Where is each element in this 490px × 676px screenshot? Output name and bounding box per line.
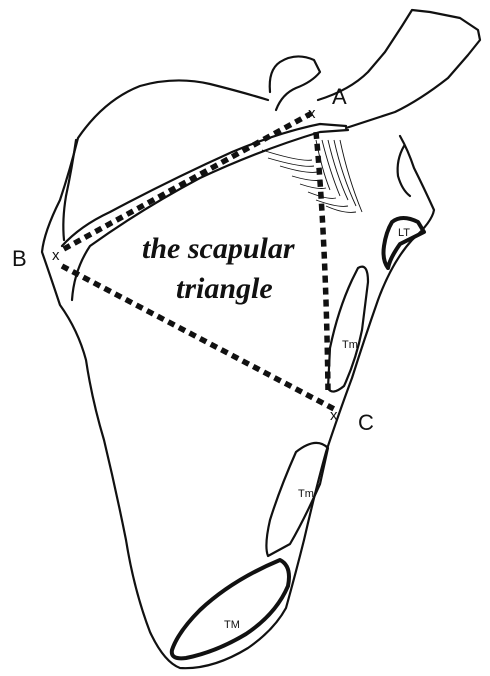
point-a-label: A	[332, 84, 347, 109]
long-triceps-attachment	[384, 218, 425, 268]
notch-hatching	[262, 140, 362, 212]
point-b-marker: x	[52, 247, 60, 264]
triangle-title-line2: triangle	[176, 272, 273, 305]
muscle-label-tm-lower: Tm	[298, 488, 314, 500]
coracoid-outline	[270, 56, 320, 110]
triangle-title-line1: the scapular	[142, 232, 295, 265]
muscle-label-tm-major: TM	[224, 619, 240, 631]
acromion-outline	[318, 10, 480, 128]
teres-minor-upper-attachment	[328, 267, 368, 392]
muscle-label-lt: LT	[398, 227, 410, 239]
triangle-side-ac	[316, 132, 328, 390]
point-c-label: C	[358, 410, 374, 435]
muscle-label-tm-upper: Tm	[342, 339, 358, 351]
point-c-marker: x	[330, 407, 338, 424]
point-a-marker: x	[308, 105, 316, 122]
teres-major-attachment	[172, 560, 289, 658]
scapular-spine-ridge	[63, 140, 76, 240]
point-b-label: B	[12, 246, 27, 271]
triangle-side-ab	[62, 113, 312, 250]
